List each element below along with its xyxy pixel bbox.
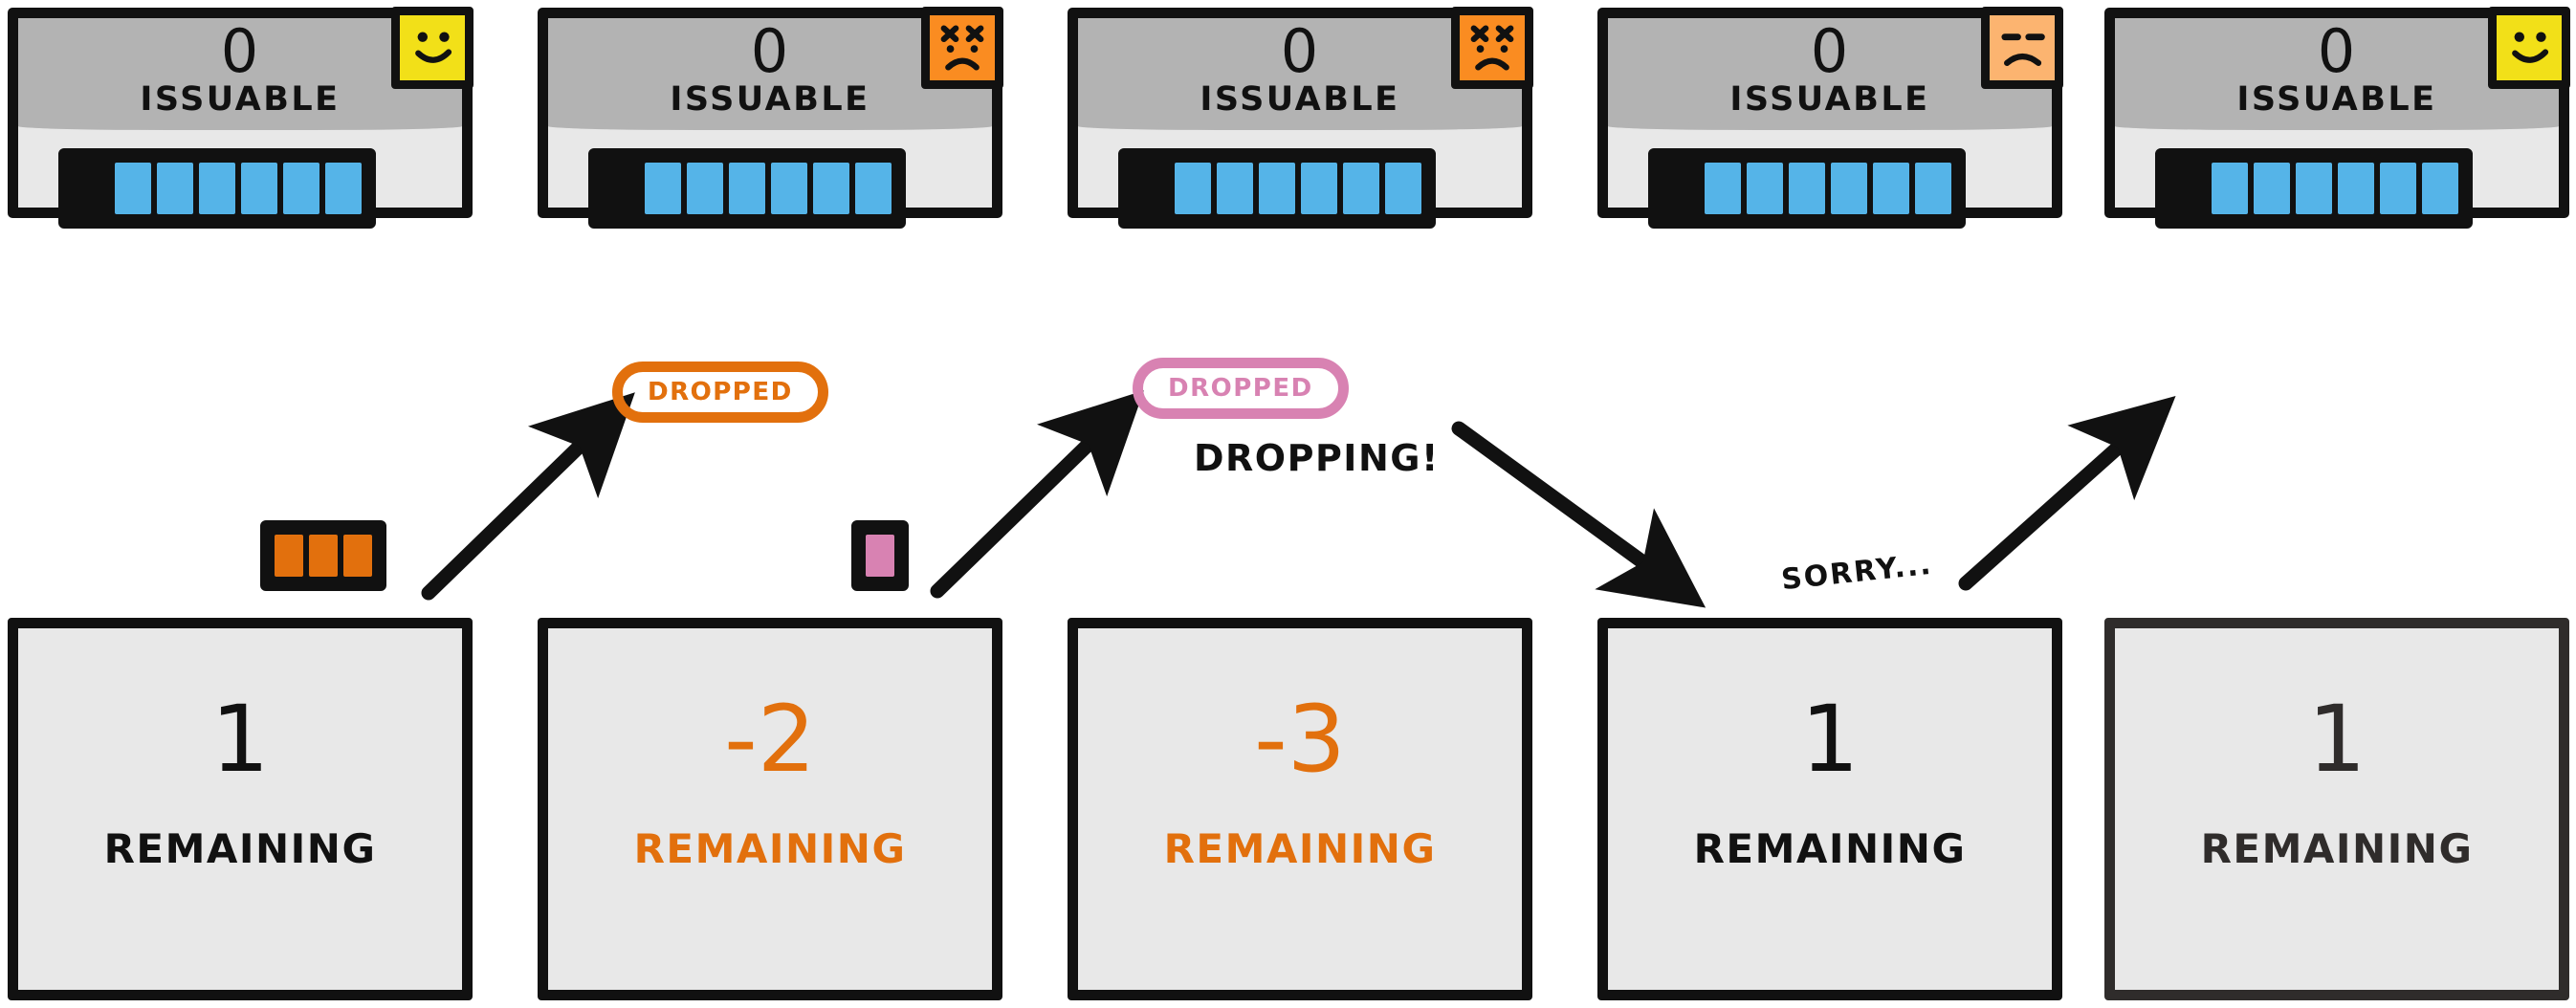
token-slot-blue [1259, 163, 1295, 214]
token-strip [1648, 148, 1966, 229]
orange-token-group [260, 520, 386, 591]
token-slot-blue [1705, 163, 1741, 214]
orange-token [309, 535, 338, 577]
token-slot-blue [199, 163, 235, 214]
remaining-number: 1 [210, 686, 270, 793]
token-slot-blue [241, 163, 277, 214]
remaining-number: -3 [1254, 686, 1346, 793]
remaining-label: REMAINING [103, 825, 377, 872]
token-slot-blue [771, 163, 807, 214]
token-slot-blue [813, 163, 849, 214]
token-strip [588, 148, 906, 229]
token-slot-blue [1175, 163, 1211, 214]
happy-face-icon [391, 7, 473, 89]
token-slot-blue [283, 163, 319, 214]
token-slot-blue [2338, 163, 2374, 214]
arrow-card3-to-card4 [1451, 421, 1706, 608]
token-slot-blue [855, 163, 892, 214]
token-slot-blue [1343, 163, 1379, 214]
issuable-card-1: 0 ISSUABLE [8, 7, 473, 229]
issuable-count: 0 [750, 16, 790, 86]
issuable-count: 0 [1810, 16, 1850, 86]
issuable-card-3: 0 ISSUABLE [1068, 7, 1533, 229]
token-slot-blue [2296, 163, 2332, 214]
remaining-label: REMAINING [1163, 825, 1437, 872]
arrow-card1-to-card2 [421, 392, 635, 601]
token-slot-blue [2422, 163, 2458, 214]
token-slot-blue [2254, 163, 2290, 214]
orange-token [275, 535, 303, 577]
card-header: 0 ISSUABLE [1608, 16, 2052, 130]
issuable-card-2: 0 ISSUABLE [538, 7, 1003, 229]
token-slot-blue [1385, 163, 1421, 214]
token-slot-blue [2212, 163, 2248, 214]
token-slot-blue [157, 163, 193, 214]
token-slot-blue [1747, 163, 1783, 214]
issuable-count: 0 [1280, 16, 1320, 86]
card-header: 0 ISSUABLE [548, 16, 992, 130]
issuable-count: 0 [220, 16, 260, 86]
issuable-label: ISSUABLE [670, 80, 870, 119]
dropped-badge-orange: DROPPED [612, 362, 828, 423]
remaining-card-1: 1 REMAINING [8, 618, 473, 1000]
card-header: 0 ISSUABLE [1078, 16, 1522, 130]
dropping-annotation: DROPPING! [1194, 437, 1440, 479]
issuable-card-4: 0 ISSUABLE [1597, 7, 2063, 229]
token-slot-blue [729, 163, 765, 214]
remaining-card-2: -2 REMAINING [538, 618, 1002, 1000]
issuable-count: 0 [2317, 16, 2357, 86]
token-strip [1118, 148, 1436, 229]
remaining-card-4: 1 REMAINING [1597, 618, 2062, 1000]
card-header: 0 ISSUABLE [2115, 16, 2559, 130]
remaining-number: -2 [724, 686, 816, 793]
token-slot-blue [115, 163, 151, 214]
card-header: 0 ISSUABLE [18, 16, 462, 130]
dropped-badge-pink: DROPPED [1133, 358, 1349, 419]
issuable-label: ISSUABLE [2236, 80, 2437, 119]
token-strip [2155, 148, 2473, 229]
neutral-sad-face-icon [1981, 7, 2063, 89]
token-slot-blue [1873, 163, 1909, 214]
token-slot-blue [1831, 163, 1867, 214]
remaining-label: REMAINING [633, 825, 907, 872]
remaining-card-5: 1 REMAINING [2104, 618, 2569, 1000]
angry-x-eyes-face-icon [1451, 7, 1533, 89]
token-slot-blue [2380, 163, 2416, 214]
issuable-card-5: 0 ISSUABLE [2104, 7, 2570, 229]
remaining-number: 1 [2307, 686, 2367, 793]
remaining-card-3: -3 REMAINING [1068, 618, 1532, 1000]
orange-token [343, 535, 372, 577]
angry-x-eyes-face-icon [921, 7, 1003, 89]
pink-token-group [851, 520, 909, 591]
token-slot-blue [1301, 163, 1337, 214]
token-slot-blue [1789, 163, 1825, 214]
arrow-card2-to-card3 [930, 390, 1144, 599]
remaining-number: 1 [1800, 686, 1860, 793]
token-slot-blue [1915, 163, 1951, 214]
issuable-label: ISSUABLE [1200, 80, 1400, 119]
token-slot-blue [1217, 163, 1253, 214]
sorry-annotation: SORRY... [1779, 547, 1934, 598]
issuable-label: ISSUABLE [140, 80, 341, 119]
remaining-label: REMAINING [1693, 825, 1967, 872]
token-slot-blue [645, 163, 681, 214]
issuable-label: ISSUABLE [1729, 80, 1930, 119]
pink-token [866, 535, 894, 577]
token-slot-blue [325, 163, 362, 214]
arrow-card4-to-card5 [1958, 396, 2176, 591]
token-strip [58, 148, 376, 229]
token-slot-blue [687, 163, 723, 214]
happy-face-icon [2488, 7, 2570, 89]
remaining-label: REMAINING [2200, 825, 2474, 872]
